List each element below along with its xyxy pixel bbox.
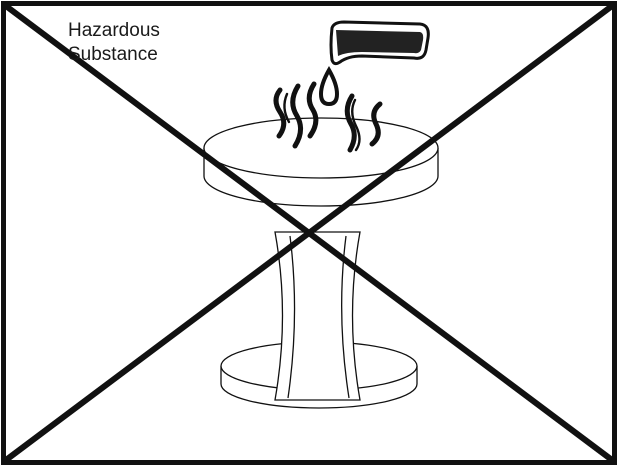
- hazard-label-line2: Substance: [68, 43, 160, 67]
- hazard-label: Hazardous Substance: [68, 19, 160, 67]
- hazard-label-line1: Hazardous: [68, 19, 160, 43]
- pouring-container-icon: [331, 22, 428, 64]
